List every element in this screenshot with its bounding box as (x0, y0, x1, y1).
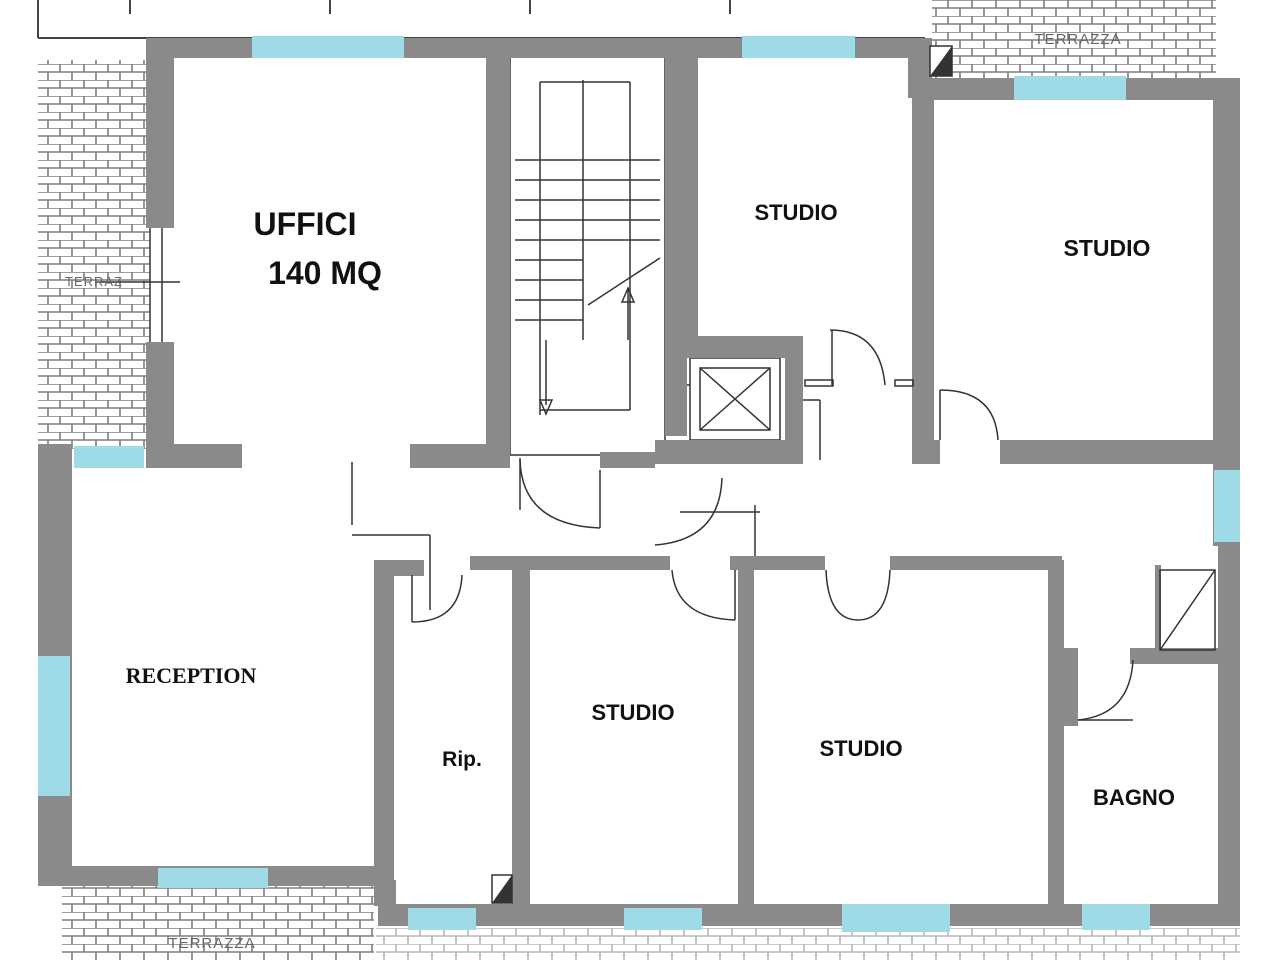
studio-top-middle-label: STUDIO (754, 200, 837, 225)
staircase (509, 54, 666, 456)
rip-shelf (491, 874, 513, 904)
studio-bottom-left-label: STUDIO (591, 700, 674, 725)
terrazza-top-label: TERRAZZA (1034, 31, 1121, 48)
terrazza-bottom-label: TERRAZZA (168, 935, 255, 952)
terrace-bottom-right (376, 928, 1240, 960)
studio-top-right-label: STUDIO (1064, 235, 1151, 261)
top-border (37, 0, 925, 39)
studio-bottom-middle-label: STUDIO (819, 736, 902, 761)
doors (351, 329, 1134, 721)
rip-label: Rip. (442, 748, 482, 771)
uffici-area-label: 140 MQ (268, 255, 382, 291)
terrazzo-left-label: TERRAZ (65, 274, 123, 289)
terrace-left (38, 60, 150, 452)
lift (680, 357, 781, 441)
bagno-label: BAGNO (1093, 785, 1175, 810)
corner-shaft (929, 45, 953, 77)
reception-label: RECEPTION (126, 663, 257, 688)
uffici-label: UFFICI (253, 206, 356, 242)
office-left-opening (96, 228, 180, 342)
walls (38, 38, 1240, 926)
terrace-top-right (932, 0, 1216, 78)
terrace-bottom (62, 886, 374, 960)
bagno-shaft (1159, 569, 1216, 651)
windows (38, 36, 1240, 932)
